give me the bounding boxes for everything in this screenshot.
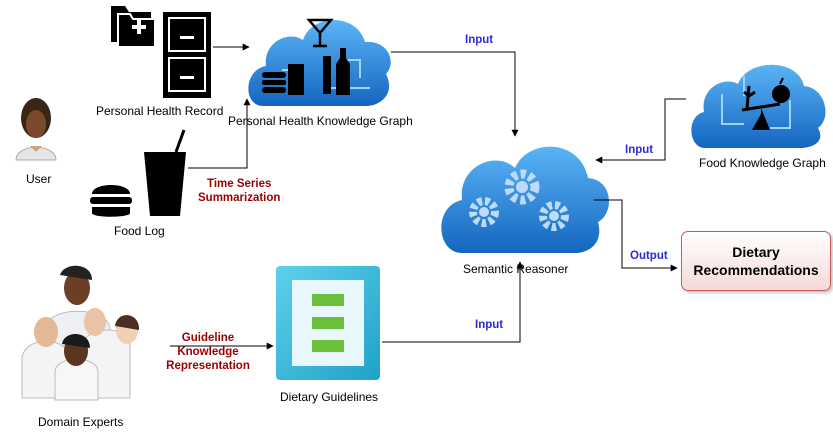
semantic-reasoner-label: Semantic Reasoner bbox=[463, 262, 569, 276]
food-log-icon bbox=[90, 129, 186, 217]
personal-health-kg-cloud-icon bbox=[248, 18, 391, 107]
time-series-line-1: Time Series bbox=[207, 178, 272, 190]
user-label: User bbox=[26, 172, 52, 186]
edge-phkg-to-reasoner bbox=[391, 51, 519, 137]
guideline-line-3: Representation bbox=[166, 360, 250, 372]
input-label-top: Input bbox=[465, 34, 494, 46]
user-avatar-icon bbox=[15, 98, 57, 161]
edge-guidelines-to-reasoner bbox=[382, 261, 524, 343]
guideline-line-1: Guideline bbox=[181, 332, 235, 344]
personal-health-record-label: Personal Health Record bbox=[96, 104, 224, 118]
input-label-guidelines: Input bbox=[475, 319, 504, 331]
dietary-guidelines-icon bbox=[276, 266, 380, 380]
output-label: Output bbox=[630, 250, 668, 262]
personal-health-kg-label: Personal Health Knowledge Graph bbox=[228, 114, 413, 128]
guideline-knowledge-representation-label: Guideline Knowledge Representation bbox=[164, 331, 252, 373]
edge-foodlog-to-phkg bbox=[188, 98, 251, 169]
edge-foodkg-to-reasoner bbox=[595, 98, 686, 164]
food-kg-label: Food Knowledge Graph bbox=[699, 156, 826, 170]
dietary-guidelines-label: Dietary Guidelines bbox=[280, 390, 379, 404]
domain-experts-icon bbox=[21, 265, 140, 401]
dietary-recommendations-line-2: Recommendations bbox=[693, 262, 819, 278]
food-kg-cloud-icon bbox=[691, 64, 826, 148]
food-log-label: Food Log bbox=[114, 224, 165, 238]
edge-reasoner-to-output bbox=[594, 199, 678, 272]
personal-health-record-icon bbox=[111, 6, 211, 98]
time-series-summarization-label: Time Series Summarization bbox=[198, 177, 280, 205]
guideline-line-2: Knowledge bbox=[177, 346, 239, 358]
domain-experts-label: Domain Experts bbox=[38, 415, 124, 429]
semantic-reasoner-cloud-icon bbox=[441, 146, 609, 253]
time-series-line-2: Summarization bbox=[198, 192, 281, 204]
dietary-recommendations-box: Dietary Recommendations bbox=[681, 231, 831, 291]
input-label-food-kg: Input bbox=[625, 144, 654, 156]
dietary-recommendations-line-1: Dietary bbox=[732, 244, 780, 260]
